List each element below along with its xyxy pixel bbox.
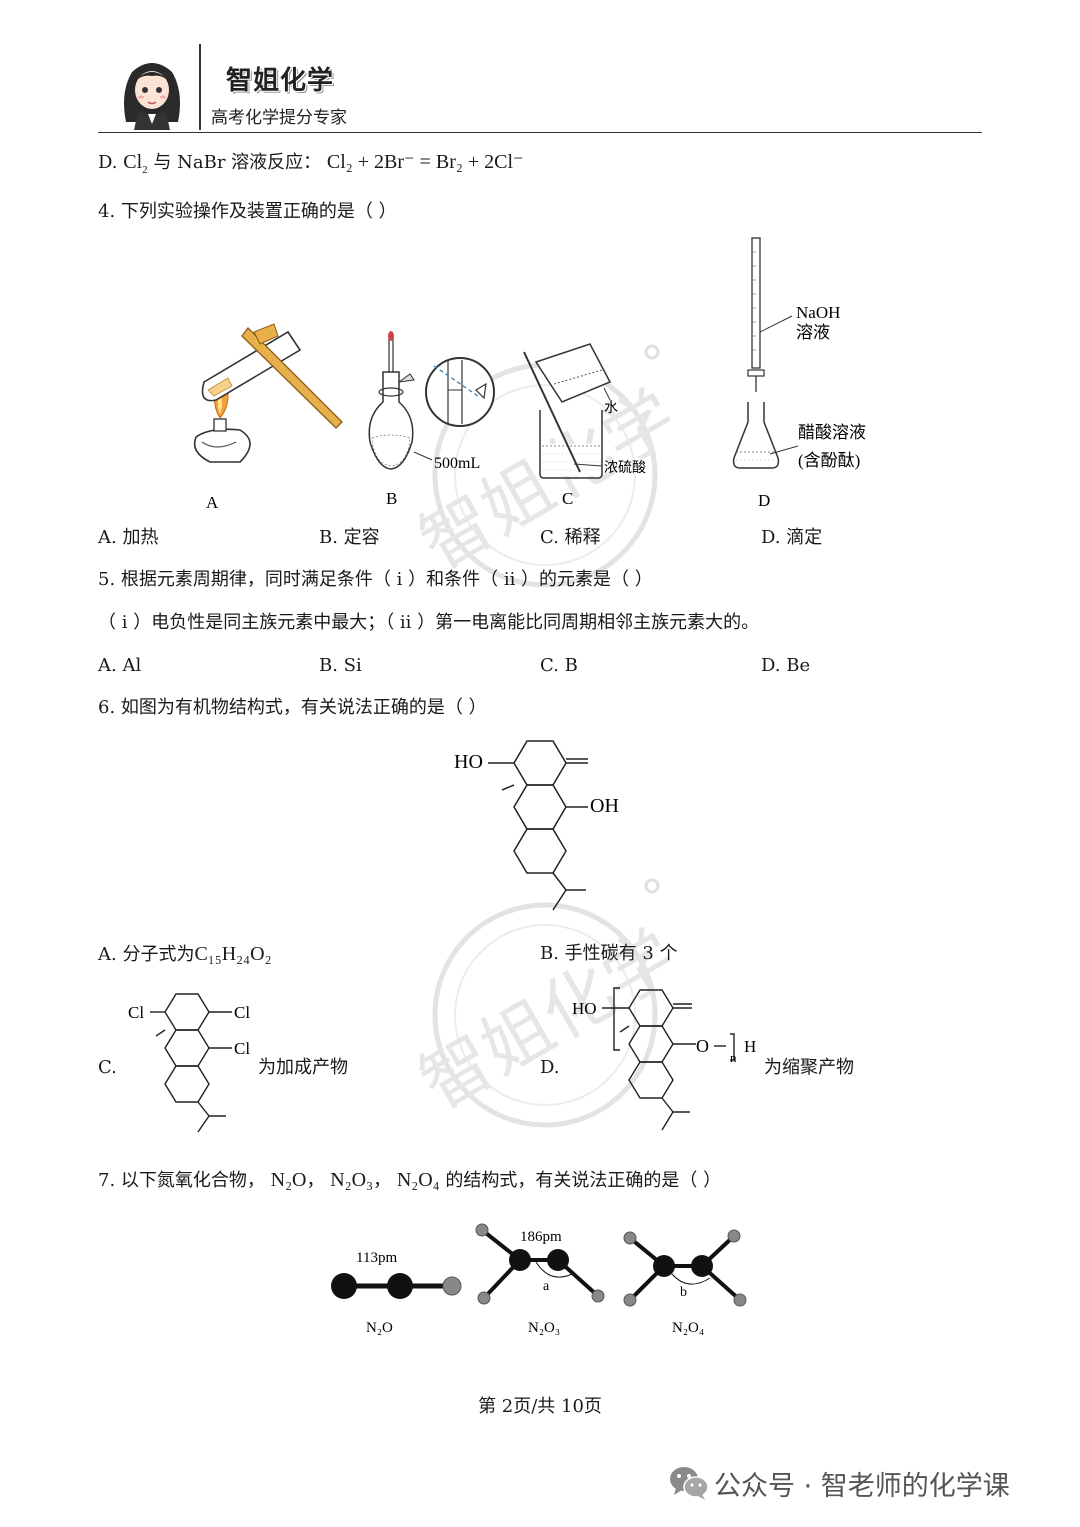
apparatus-b-flask: 500mL B: [368, 331, 495, 508]
wechat-icon: [670, 1467, 709, 1500]
header-divider-vertical: [199, 44, 201, 130]
label-d-acid-2: (含酚酞): [798, 451, 860, 470]
q6-option-d-label[interactable]: D.: [540, 1057, 560, 1078]
n2o3-length: 186pm: [520, 1229, 562, 1245]
q4-stem: 4. 下列实验操作及装置正确的是（ ）: [98, 201, 397, 222]
n2o3-caption: N₂O₃: [528, 1320, 560, 1336]
q5-option-a[interactable]: A. Al: [98, 655, 142, 676]
q6-oh: OH: [590, 795, 619, 817]
apparatus-a-heating: A: [193, 323, 343, 512]
q3d-equation: Cl₂ + 2Br⁻ = Br₂ + 2Cl⁻: [326, 151, 524, 173]
q5-option-c[interactable]: C. B: [540, 655, 578, 676]
q7-figure: 113pm N₂O 186pm a N₂O₃ b N₂O₄: [331, 1223, 747, 1336]
q5-option-d[interactable]: D. Be: [761, 655, 811, 676]
q3d-cl2: Cl2: [123, 151, 148, 176]
q6-ho: HO: [454, 751, 483, 773]
q6-option-a[interactable]: A. 分子式为C₁₅H₂₄O₂: [98, 942, 272, 967]
q6c-cl-3: Cl: [234, 1039, 250, 1058]
header-rule: [98, 132, 982, 133]
q5-option-b[interactable]: B. Si: [319, 655, 362, 676]
q6-option-d-text: 为缩聚产物: [764, 1057, 854, 1078]
avatar: [124, 63, 180, 130]
q6-option-c-text: 为加成产物: [258, 1057, 348, 1078]
q6d-o: O: [696, 1036, 709, 1056]
q4-option-d[interactable]: D. 滴定: [761, 527, 823, 548]
q6-option-b[interactable]: B. 手性碳有 3 个: [540, 943, 678, 964]
brand-subtitle: 高考化学提分专家: [211, 108, 347, 128]
label-a: A: [206, 493, 219, 512]
q7-stem: 7. 以下氮氧化合物， N₂O， N₂O₃， N₂O₄ 的结构式，有关说法正确的…: [98, 1169, 722, 1191]
q6d-n: n: [730, 1050, 737, 1065]
q3d-label: D.: [98, 152, 118, 173]
q7-stem-pre: 7. 以下氮氧化合物，: [98, 1170, 265, 1191]
n2o3-model: 186pm a N₂O₃: [475, 1223, 605, 1336]
apparatus-c-dilution: 水 浓硫酸 C: [523, 343, 646, 508]
q6a-label: A. 分子式为: [98, 944, 195, 965]
q7-formula-n2o3: N₂O₃: [330, 1169, 374, 1191]
q6c-cl-1: Cl: [128, 1003, 144, 1022]
label-c: C: [562, 489, 573, 508]
q6-option-c-label[interactable]: C.: [98, 1057, 117, 1078]
n2o4-model: b N₂O₄: [623, 1229, 747, 1336]
angle-a: a: [543, 1279, 550, 1294]
wechat-text: 公众号 · 智老师的化学课: [714, 1471, 1010, 1502]
n2o-model: 113pm N₂O: [331, 1250, 462, 1336]
label-c-acid: 浓硫酸: [604, 460, 646, 476]
q6d-h: H: [744, 1037, 756, 1056]
q4-option-c[interactable]: C. 稀释: [540, 527, 601, 548]
label-c-water: 水: [604, 400, 618, 416]
q4-option-a[interactable]: A. 加热: [98, 527, 159, 548]
q5-stem: 5. 根据元素周期律，同时满足条件（ i ）和条件（ ii ）的元素是（ ）: [98, 569, 653, 590]
page-number: 第 2页/共 10页: [478, 1396, 602, 1417]
label-b: B: [386, 489, 397, 508]
q6d-structure: HO O n H: [572, 987, 756, 1131]
q7-stem-post: 的结构式，有关说法正确的是（ ）: [445, 1170, 722, 1191]
q7-formula-n2o4: N₂O₄: [396, 1169, 440, 1191]
brand-title: 智姐化学: [226, 66, 335, 96]
q3d-text: 与 NaBr 溶液反应：: [153, 152, 322, 173]
header: 智姐化学 高考化学提分专家: [0, 0, 1080, 140]
label-d-naoh-2: 溶液: [796, 323, 830, 342]
q6a-formula: C₁₅H₂₄O₂: [194, 943, 272, 965]
label-b-volume: 500mL: [434, 455, 480, 472]
q6-stem: 6. 如图为有机物结构式，有关说法正确的是（ ）: [98, 697, 487, 718]
q5-condition: （ i ）电负性是同主族元素中最大；（ ii ）第一电离能比同周期相邻主族元素大…: [98, 612, 760, 633]
q6d-ho: HO: [572, 999, 597, 1018]
q6c-structure: Cl Cl Cl: [128, 993, 250, 1133]
n2o-caption: N₂O: [366, 1320, 393, 1336]
n2o4-caption: N₂O₄: [672, 1320, 704, 1336]
label-d-naoh-1: NaOH: [796, 303, 840, 322]
q7-formula-n2o: N₂O: [270, 1169, 307, 1191]
q6c-cl-2: Cl: [234, 1003, 250, 1022]
n2o-length: 113pm: [356, 1250, 397, 1266]
label-d: D: [758, 491, 770, 510]
q4-figure: A 500mL B 水 浓硫酸 C: [193, 237, 866, 512]
q3-option-d: D. Cl2 与 NaBr 溶液反应： Cl₂ + 2Br⁻ = Br₂ + 2…: [98, 150, 524, 182]
apparatus-d-titration: NaOH 溶液 醋酸溶液 (含酚酞) D: [732, 237, 866, 510]
q4-option-b[interactable]: B. 定容: [319, 527, 380, 548]
watermark-seal-2: 智姐化学: [408, 878, 689, 1128]
angle-b: b: [680, 1285, 687, 1300]
label-d-acid-1: 醋酸溶液: [798, 423, 866, 442]
q6-structure: HO OH: [454, 740, 619, 911]
